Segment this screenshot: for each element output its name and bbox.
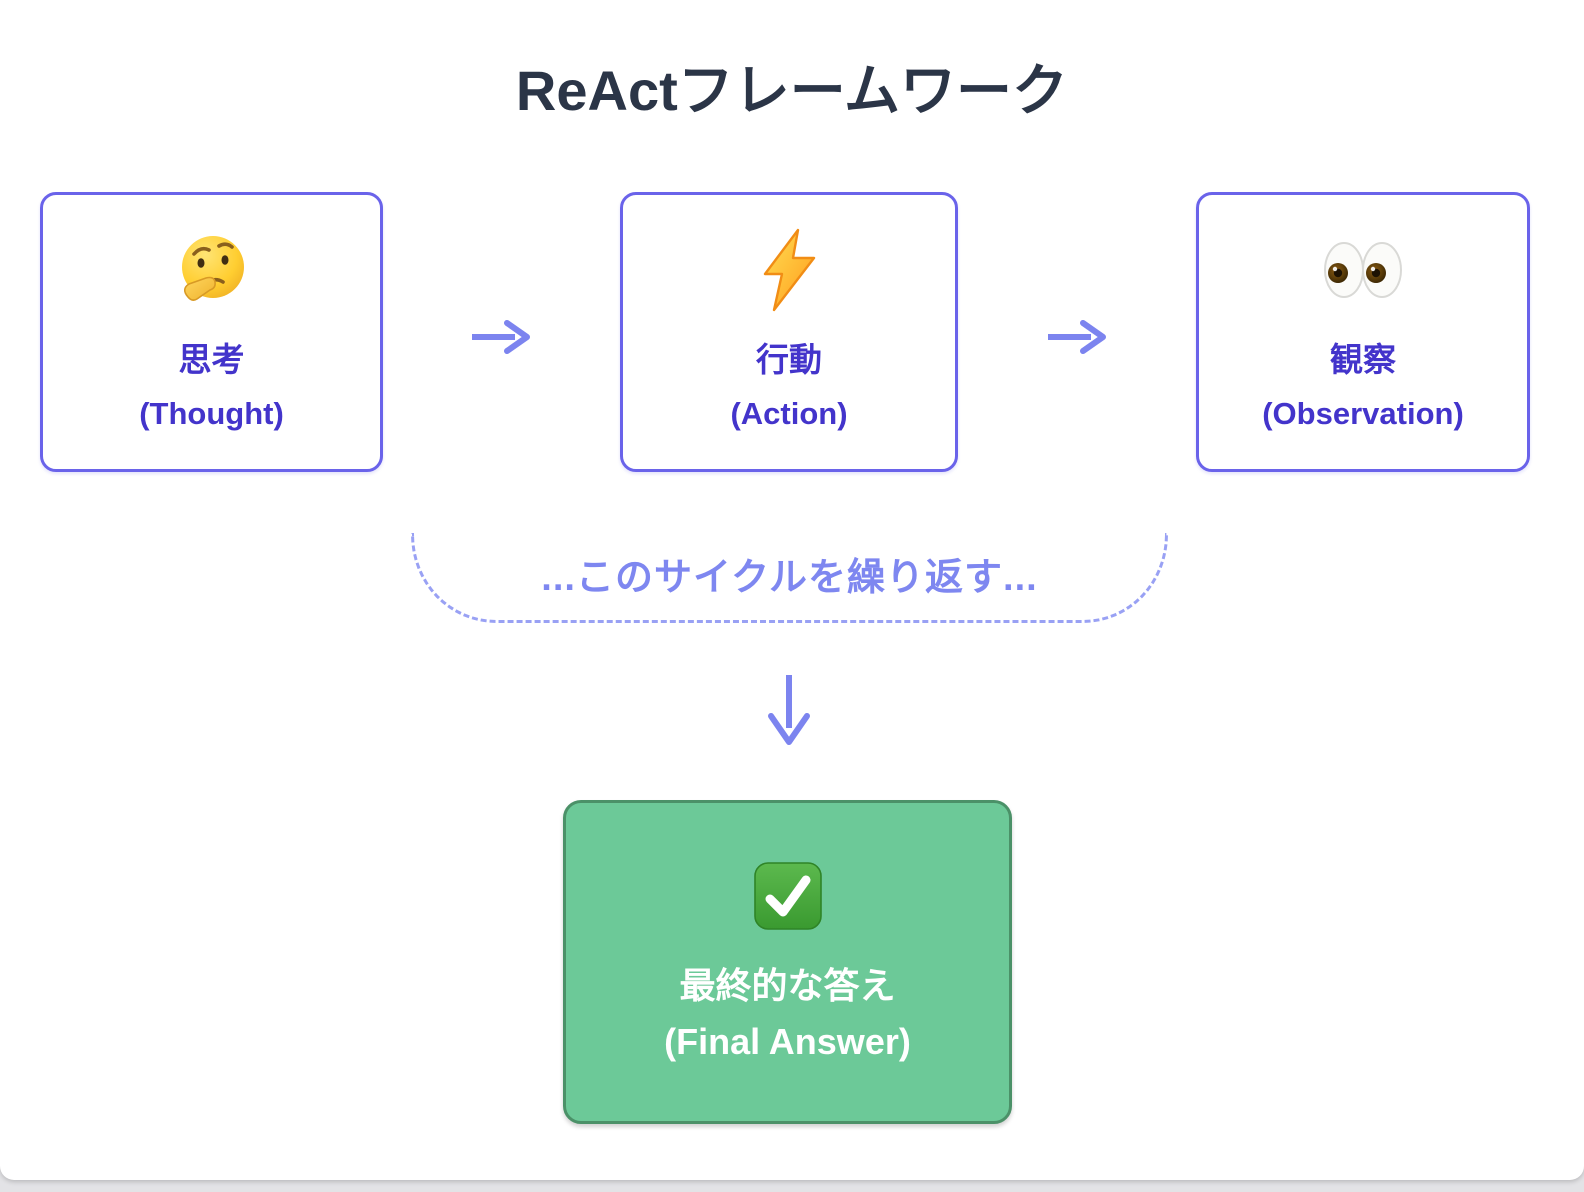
arrow-right-icon [469,319,533,355]
final-answer-label-ja: 最終的な答え [679,965,896,1006]
final-answer-box: 最終的な答え (Final Answer) [563,800,1012,1124]
thinking-face-emoji [171,229,253,311]
final-answer-label-en: (Final Answer) [664,1021,911,1062]
check-mark-emoji [753,860,823,932]
arrow-right-icon [1045,319,1109,355]
arrow-down-icon [765,672,813,750]
cycle-note: ...このサイクルを繰り返す... [541,557,1038,599]
thought-label-en: (Thought) [139,396,284,431]
step-box-thought: 思考 (Thought) [40,192,383,472]
step-box-observation: 観察 (Observation) [1196,192,1530,472]
eyes-emoji [1323,229,1403,311]
lightning-emoji [758,228,820,312]
observation-label-en: (Observation) [1262,396,1464,431]
cycle-bracket: ...このサイクルを繰り返す... [411,533,1168,623]
action-label-ja: 行動 [756,341,822,378]
thought-label-ja: 思考 [178,341,245,378]
step-box-action: 行動 (Action) [620,192,958,472]
observation-label-ja: 観察 [1330,341,1396,378]
page-title: ReActフレームワーク [515,59,1069,122]
action-label-en: (Action) [730,396,848,431]
